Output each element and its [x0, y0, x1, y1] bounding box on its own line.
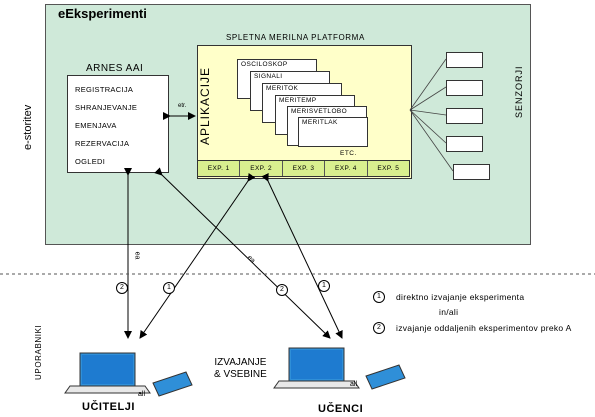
experiment-5: EXP. 5: [377, 165, 400, 172]
legend-marker-one: 1: [373, 291, 385, 303]
etr-label: etr.: [178, 103, 187, 109]
marker-one: 1: [163, 282, 175, 294]
experiment-4: EXP. 4: [325, 161, 368, 176]
sensor-box: [446, 80, 483, 96]
sensor-lines: [409, 58, 454, 172]
arnes-box: REGISTRACIJA SHRANJEVANJE EMENJAVA REZER…: [67, 75, 169, 173]
app-card-meritlak: MERITLAK: [298, 117, 368, 147]
platform-title: SPLETNA MERILNA PLATFORMA: [226, 33, 365, 42]
arnes-item-storage: SHRANJEVANJE: [75, 103, 138, 112]
app-card-label: MERISVETLOBO: [291, 108, 348, 115]
sensor-box: [446, 52, 483, 68]
students-label: UČENCI: [318, 403, 364, 415]
marker-two: 2: [276, 284, 288, 296]
student-all-label: all: [350, 381, 358, 388]
app-card-label: MERITOK: [266, 85, 299, 92]
teacher-laptop-icon: [64, 352, 151, 394]
arnes-item-registration: REGISTRACIJA: [75, 85, 134, 94]
app-card-label: SIGNALI: [254, 73, 283, 80]
app-card-label: OSCILOSKOP: [241, 61, 288, 68]
platform-teacher-arrow: [139, 172, 256, 339]
etc-label: ETC.: [340, 150, 357, 157]
users-label: UPORABNIKI: [34, 324, 43, 380]
arnes-item-reservation: REZERVACIJA: [75, 139, 130, 148]
arnes-title: ARNES AAI: [86, 63, 144, 74]
legend-item-2: izvajanje oddaljenih eksperimentov preko…: [396, 323, 572, 333]
arnes-student-arrow: [154, 167, 331, 339]
ea-label-1: ea: [133, 251, 141, 260]
content-label-line1: IZVAJANJE: [214, 357, 267, 368]
marker-one: 1: [318, 280, 330, 292]
student-tablet-icon: [365, 364, 406, 390]
platform-student-arrow: [261, 172, 343, 339]
diagram-title: eEksperimenti: [58, 6, 147, 21]
marker-two: 2: [116, 282, 128, 294]
arnes-item-exchange: EMENJAVA: [75, 121, 117, 130]
legend-marker-two: 2: [373, 322, 385, 334]
sensor-box: [446, 108, 483, 124]
app-card-label: MERITEMP: [279, 97, 317, 104]
sensor-box: [446, 136, 483, 152]
teachers-label: UČITELJI: [82, 401, 135, 413]
app-card-label: MERITLAK: [302, 119, 338, 126]
content-label: IZVAJANJE & VSEBINE: [214, 357, 267, 381]
student-laptop-icon: [273, 347, 360, 389]
legend-item-1: direktno izvajanje eksperimenta: [396, 292, 525, 302]
teacher-tablet-icon: [152, 371, 193, 397]
legend-or: in/ali: [439, 307, 459, 317]
content-label-line2: & VSEBINE: [214, 369, 267, 380]
teacher-all-label: all: [138, 391, 146, 398]
arnes-item-viewing: OGLEDI: [75, 157, 106, 166]
sensor-box: [453, 164, 490, 180]
